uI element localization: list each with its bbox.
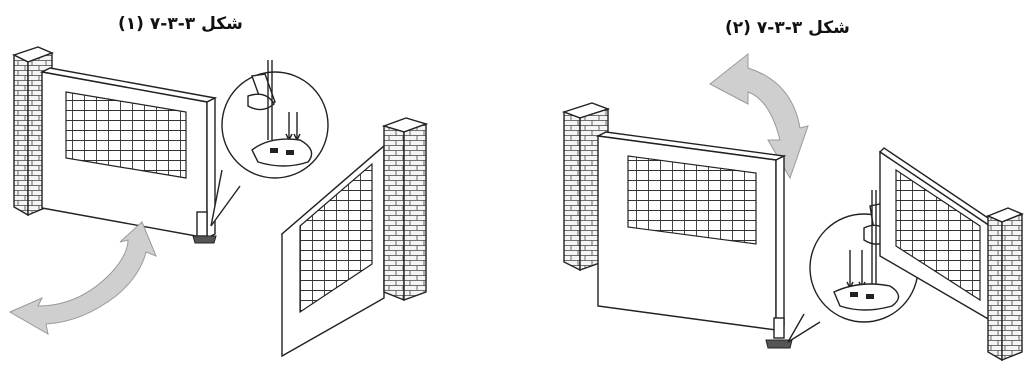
- zoom-callout-left: [211, 60, 328, 226]
- gate-leaf-left: [42, 68, 215, 238]
- brick-pillar-right: [384, 118, 426, 300]
- swing-arrow-left: [10, 222, 156, 334]
- gate-leaf-right-open: [282, 146, 390, 356]
- figure-2-diagram: [564, 54, 1022, 360]
- gate-leaf-closed: [598, 132, 784, 330]
- figure-1-diagram: [10, 47, 426, 356]
- brick-pillar-right-2: [988, 208, 1022, 360]
